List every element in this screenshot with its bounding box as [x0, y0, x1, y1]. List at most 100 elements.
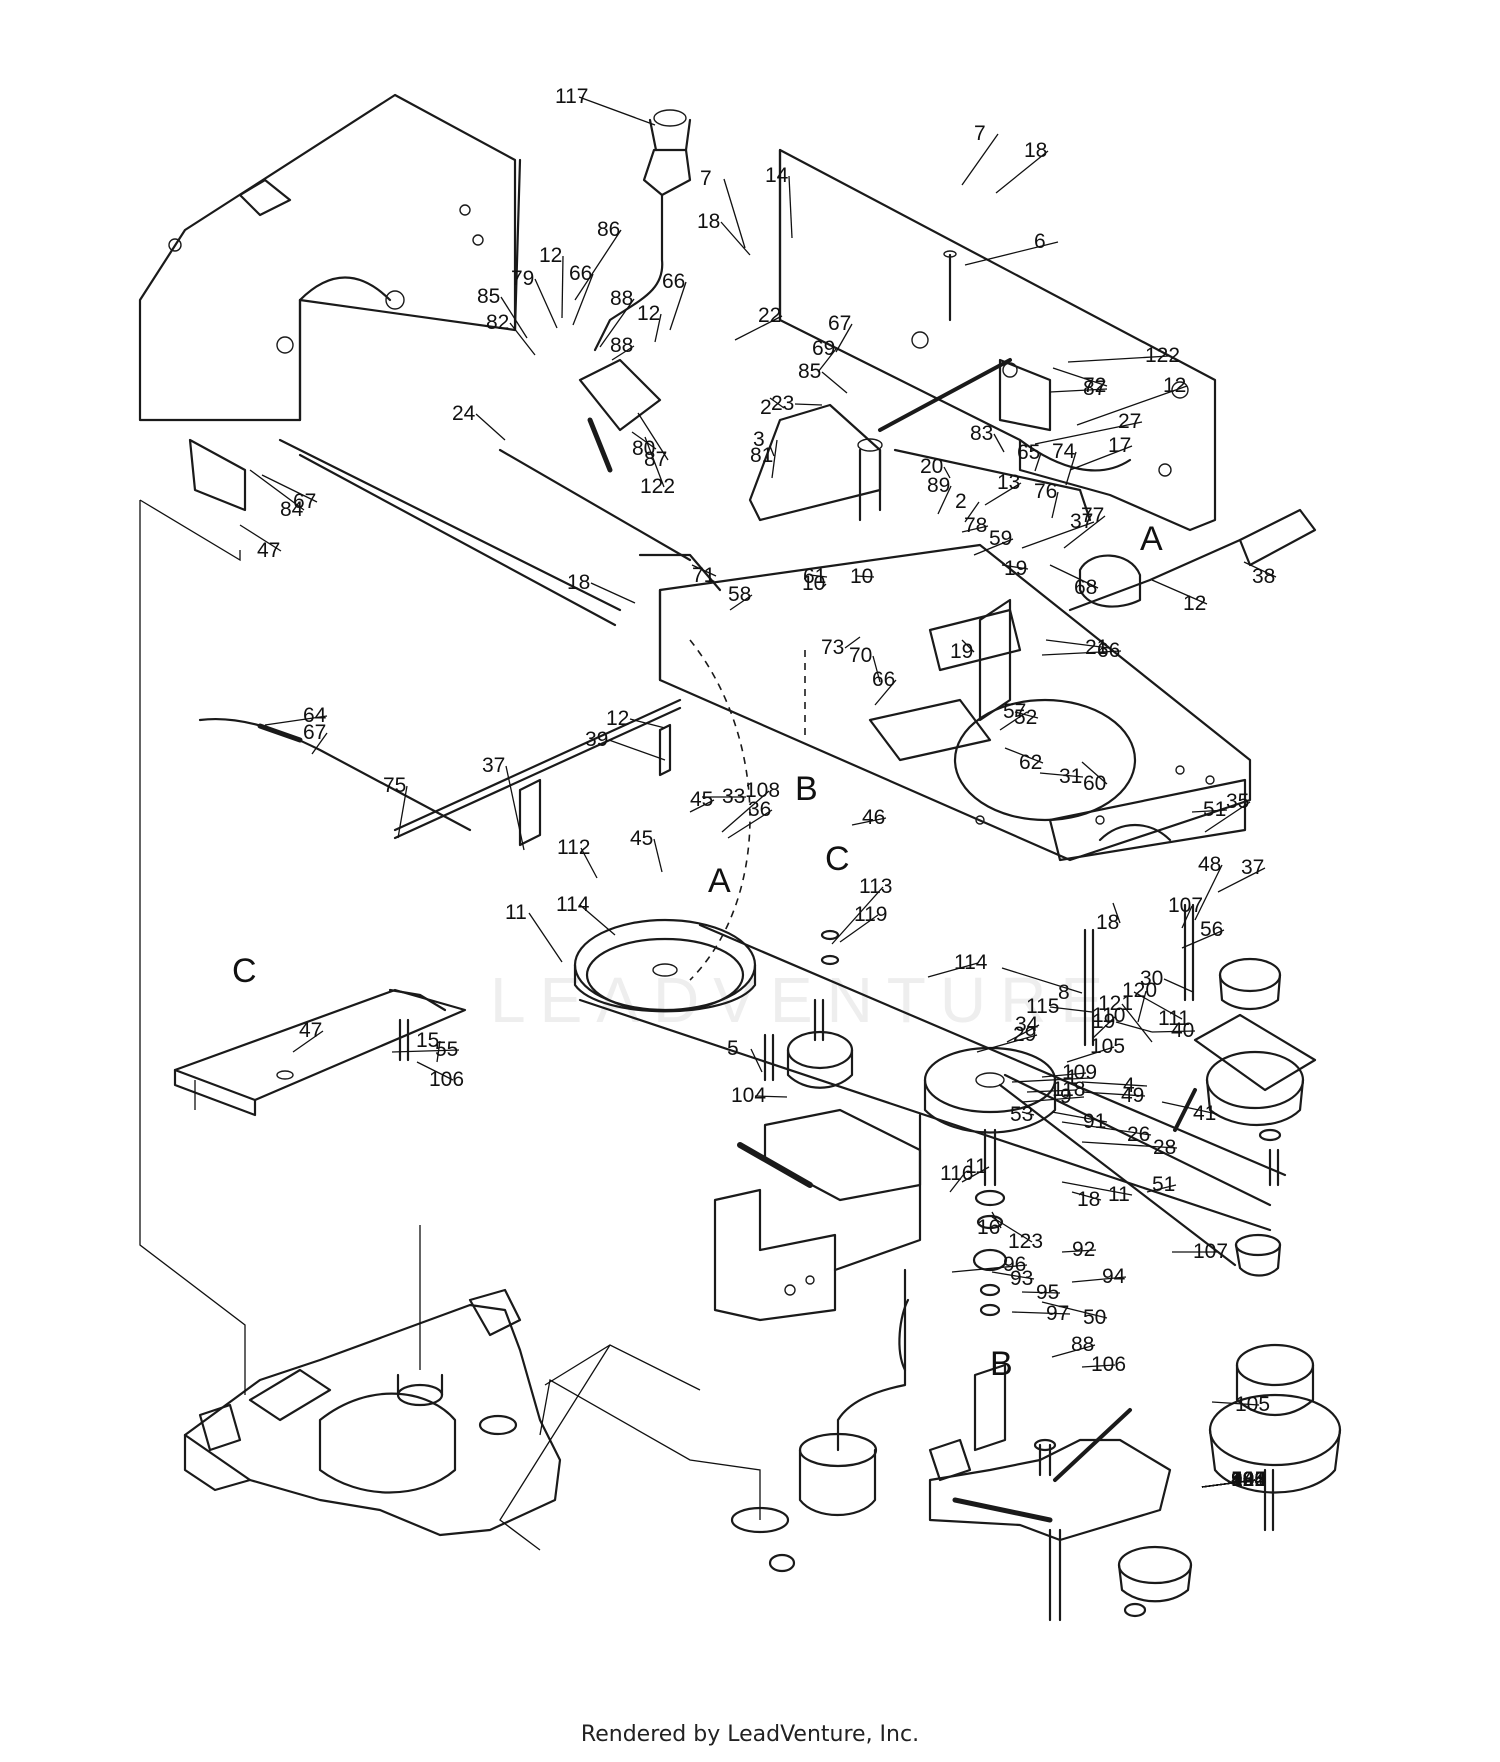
callout-number: 17 [1108, 434, 1131, 457]
callout-47: 47 [239, 524, 282, 562]
callout-number: 11 [1108, 1183, 1130, 1206]
callout-leader [669, 281, 687, 331]
callout-number: 34 [1015, 1013, 1039, 1036]
callout-leader [1211, 1401, 1260, 1406]
callout-leader [1051, 1344, 1096, 1358]
callout-leader [788, 175, 793, 239]
callout-number: 35 [1226, 790, 1249, 813]
callout-leader [572, 273, 594, 326]
callout-37: 37 [1217, 856, 1266, 893]
callout-38: 38 [1243, 561, 1277, 588]
callout-leader [1071, 1276, 1127, 1283]
callout-number: 18 [697, 210, 720, 233]
callout-number: 68 [1074, 576, 1097, 599]
callout-61: 61 [803, 565, 828, 588]
callout-leader [927, 962, 979, 978]
callout-number: 13 [997, 471, 1020, 494]
callout-leader [264, 715, 328, 726]
callout-leader [721, 790, 770, 833]
callout-number: 18 [1077, 1188, 1100, 1211]
callout-leader [391, 1049, 460, 1053]
callout-number: 96 [1003, 1253, 1026, 1276]
callout-18: 18 [1071, 1188, 1102, 1211]
callout-number: 104 [1231, 1468, 1266, 1491]
callout-leader [1133, 991, 1183, 1020]
callout-number: 24 [452, 402, 476, 425]
callout-leader [397, 785, 408, 839]
callout-number: 49 [1121, 1084, 1144, 1107]
callout-number: 51 [1152, 1173, 1175, 1196]
callout-leader [1201, 1479, 1256, 1488]
callout-number: 94 [1102, 1265, 1126, 1288]
callout-19: 19 [950, 639, 975, 663]
callout-leader [1081, 761, 1108, 785]
callout-number: 18 [1096, 911, 1119, 934]
callout-number: 66 [662, 270, 685, 293]
callout-leader [611, 345, 635, 361]
callout-leader [1061, 1249, 1097, 1253]
callout-59: 59 [973, 527, 1014, 556]
callout-leader [644, 436, 665, 488]
callout-89: 89 [927, 474, 952, 515]
callout-number: 46 [862, 806, 885, 829]
callout-number: 74 [1052, 440, 1076, 463]
callout-60: 60 [1081, 761, 1108, 795]
callout-number: 2 [760, 396, 772, 419]
callout-leader [1181, 905, 1193, 929]
callout-leader [831, 886, 884, 945]
callout-number: 3 [753, 428, 765, 451]
callout-number: 104 [731, 1084, 766, 1107]
callout-number: 105 [1235, 1393, 1270, 1416]
callout-number: 97 [1046, 1302, 1069, 1325]
callout-85: 85 [477, 285, 528, 339]
callout-number: 66 [1097, 639, 1120, 662]
callout-leader [574, 229, 622, 301]
callout-leader [1061, 1121, 1152, 1136]
callout-leader [1161, 1101, 1218, 1115]
callout-69: 69 [812, 337, 837, 373]
callout-number: 31 [1059, 765, 1082, 788]
callout-number: 67 [293, 490, 316, 513]
callout-10: 10 [802, 572, 827, 595]
callout-26: 26 [1061, 1121, 1152, 1146]
callout-79: 79 [511, 267, 558, 329]
callout-leader [1051, 1111, 1108, 1123]
callout-number: 1 [1066, 1066, 1078, 1089]
callout-93: 93 [991, 1267, 1035, 1290]
callout-number: 10 [802, 572, 825, 595]
callout-number: 76 [1034, 480, 1057, 503]
callout-number: 44 [1231, 1468, 1255, 1491]
callout-leader [1071, 1191, 1102, 1201]
callout-leader [1052, 367, 1108, 387]
callout-96: 96 [951, 1253, 1028, 1276]
callout-number: 11 [965, 1155, 987, 1178]
callout-number: 100 [1231, 1468, 1266, 1491]
callout-leader [943, 466, 951, 479]
callout-71: 71 [691, 564, 717, 587]
callout-number: 48 [1198, 853, 1221, 876]
callout-leader [991, 1216, 1033, 1243]
callout-leader [1041, 1072, 1087, 1078]
callout-number: 88 [1071, 1333, 1094, 1356]
callout-number: 120 [1122, 979, 1157, 1002]
callout-leader [416, 1061, 454, 1081]
callout-leader [937, 485, 952, 515]
callout-45: 45 [689, 788, 715, 813]
callout-number: 112 [557, 836, 590, 859]
callout-leader [1181, 929, 1225, 949]
callout-leader [976, 1034, 1038, 1053]
callout-number: 75 [383, 774, 406, 797]
callout-number: 37 [1070, 510, 1093, 533]
callout-116: 116 [940, 1162, 973, 1193]
callout-leader [1045, 639, 1110, 649]
callout-number: 59 [989, 527, 1012, 550]
callout-11: 11 [1061, 1181, 1133, 1206]
callout-55: 55 [391, 1038, 460, 1061]
callout-112: 112 [557, 836, 598, 879]
callout-82: 82 [1201, 1468, 1256, 1491]
callout-leader [949, 1173, 965, 1193]
callout-19: 19 [1092, 1010, 1153, 1033]
callout-29: 29 [976, 1023, 1038, 1053]
callout-number: 62 [1019, 751, 1042, 774]
callout-number: 83 [970, 422, 993, 445]
